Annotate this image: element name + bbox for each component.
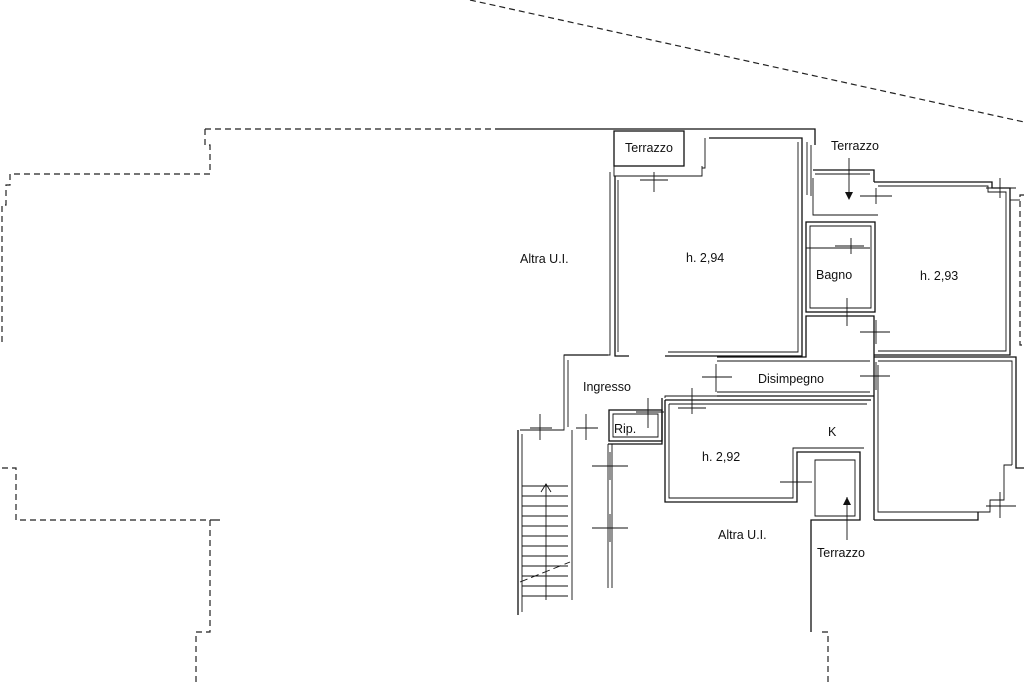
label-terrazzo-right: Terrazzo xyxy=(831,139,879,153)
arrows xyxy=(843,158,853,540)
label-kitchen: K xyxy=(828,425,837,439)
label-bagno: Bagno xyxy=(816,268,852,282)
label-ingresso: Ingresso xyxy=(583,380,631,394)
label-terrazzo-bottom: Terrazzo xyxy=(817,546,865,560)
label-disimpegno: Disimpegno xyxy=(758,372,824,386)
exterior-walls xyxy=(495,128,1024,632)
door-marks xyxy=(530,172,1016,542)
label-height-bedroom: h. 2,93 xyxy=(920,269,958,283)
label-terrazzo-top: Terrazzo xyxy=(625,141,673,155)
label-height-living: h. 2,94 xyxy=(686,251,724,265)
staircase xyxy=(519,483,571,600)
label-ripostiglio: Rip. xyxy=(614,422,636,436)
label-altra-left: Altra U.I. xyxy=(520,252,569,266)
label-height-kitchen: h. 2,92 xyxy=(702,450,740,464)
label-altra-bottom: Altra U.I. xyxy=(718,528,767,542)
